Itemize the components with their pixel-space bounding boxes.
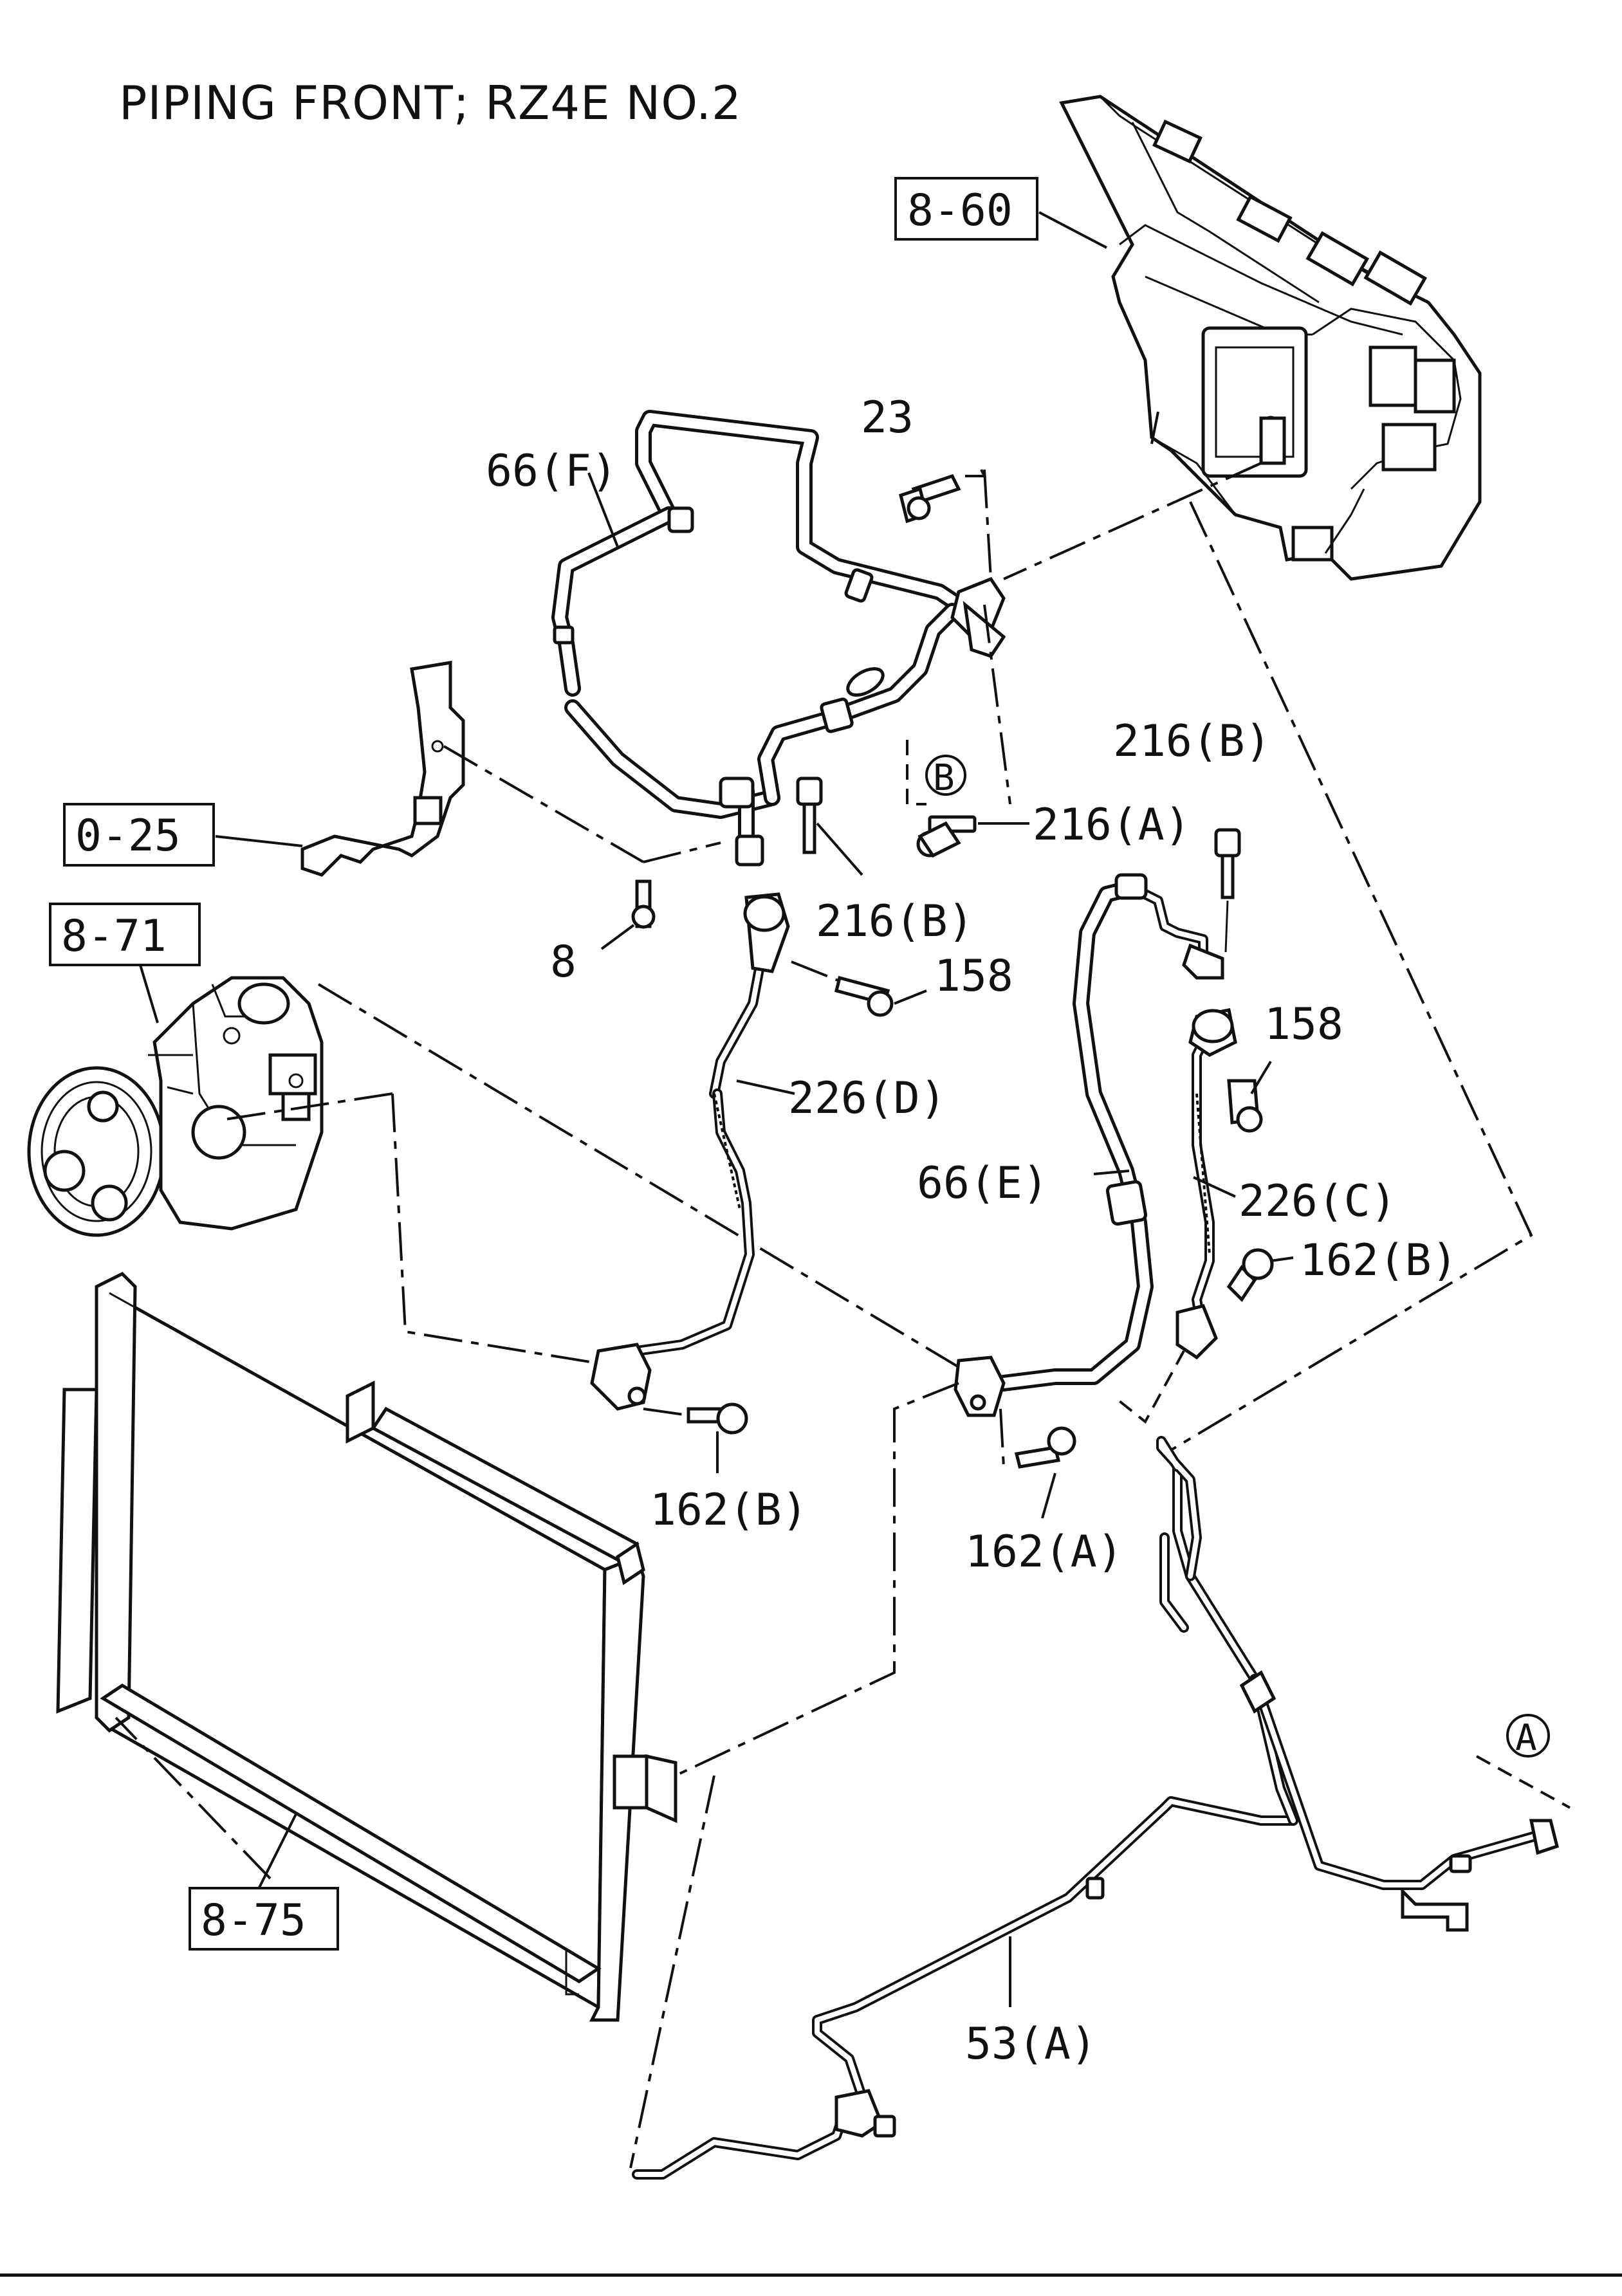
- bolt-216a: [916, 815, 977, 858]
- marker-b: B: [933, 757, 955, 799]
- callout-162b-right: 162(B): [1300, 1235, 1458, 1286]
- hose-66f: [551, 410, 1006, 867]
- marker-a: A: [1515, 1717, 1537, 1759]
- ref-box-8-71: 8-71: [61, 911, 167, 962]
- bolt-158-left: [834, 975, 894, 1017]
- ref-box-0-25-frame: [63, 803, 215, 867]
- bracket-0-25: [300, 661, 465, 877]
- ref-box-8-60: 8-60: [907, 185, 1013, 236]
- diagram-title: PIPING FRONT; RZ4E NO.2: [119, 76, 742, 130]
- bolt-162a: [1014, 1426, 1076, 1469]
- hvac-unit: [1059, 95, 1482, 581]
- callout-23: 23: [861, 392, 914, 443]
- condenser-8-75: [56, 1271, 677, 2022]
- callout-226d: 226(D): [788, 1073, 946, 1124]
- ref-box-8-75: 8-75: [201, 1895, 306, 1946]
- callout-8: 8: [550, 937, 576, 987]
- callout-162b-left: 162(B): [650, 1485, 808, 1536]
- bottom-rule: [0, 2273, 1622, 2277]
- callout-216b-right: 216(B): [1113, 716, 1271, 767]
- pipe-226d: [590, 892, 790, 1411]
- hose-66e: [954, 873, 1224, 1417]
- bolt-23: [899, 473, 961, 524]
- ref-box-8-60-frame: [894, 177, 1038, 241]
- bolt-8: [631, 879, 656, 929]
- callout-158-right: 158: [1264, 999, 1343, 1050]
- callout-162a: 162(A): [965, 1527, 1123, 1577]
- bolt-216b-right: [1214, 828, 1241, 899]
- ref-box-0-25: 0-25: [75, 811, 181, 861]
- pipe-226c: [1175, 1008, 1237, 1360]
- callout-53a: 53(A): [965, 2019, 1097, 2070]
- compressor-8-71: [27, 976, 324, 1237]
- ref-box-8-71-frame: [49, 903, 201, 966]
- callout-216a: 216(A): [1033, 800, 1191, 850]
- bolt-162b-right: [1226, 1248, 1274, 1302]
- callout-158-left: 158: [934, 951, 1013, 1002]
- bolt-216b-left: [796, 776, 823, 854]
- bolt-158-right: [1227, 1079, 1263, 1133]
- marker-a-circle: [1506, 1714, 1550, 1758]
- bolt-162b-lower: [687, 1402, 748, 1435]
- callout-66f: 66(F): [486, 446, 618, 497]
- callout-226c: 226(C): [1239, 1176, 1397, 1227]
- marker-b-circle: [925, 755, 966, 796]
- pipe-53a: [632, 1436, 1559, 2180]
- callout-66e: 66(E): [917, 1158, 1049, 1209]
- callout-216b-left: 216(B): [816, 896, 974, 947]
- ref-box-8-75-frame: [189, 1887, 339, 1951]
